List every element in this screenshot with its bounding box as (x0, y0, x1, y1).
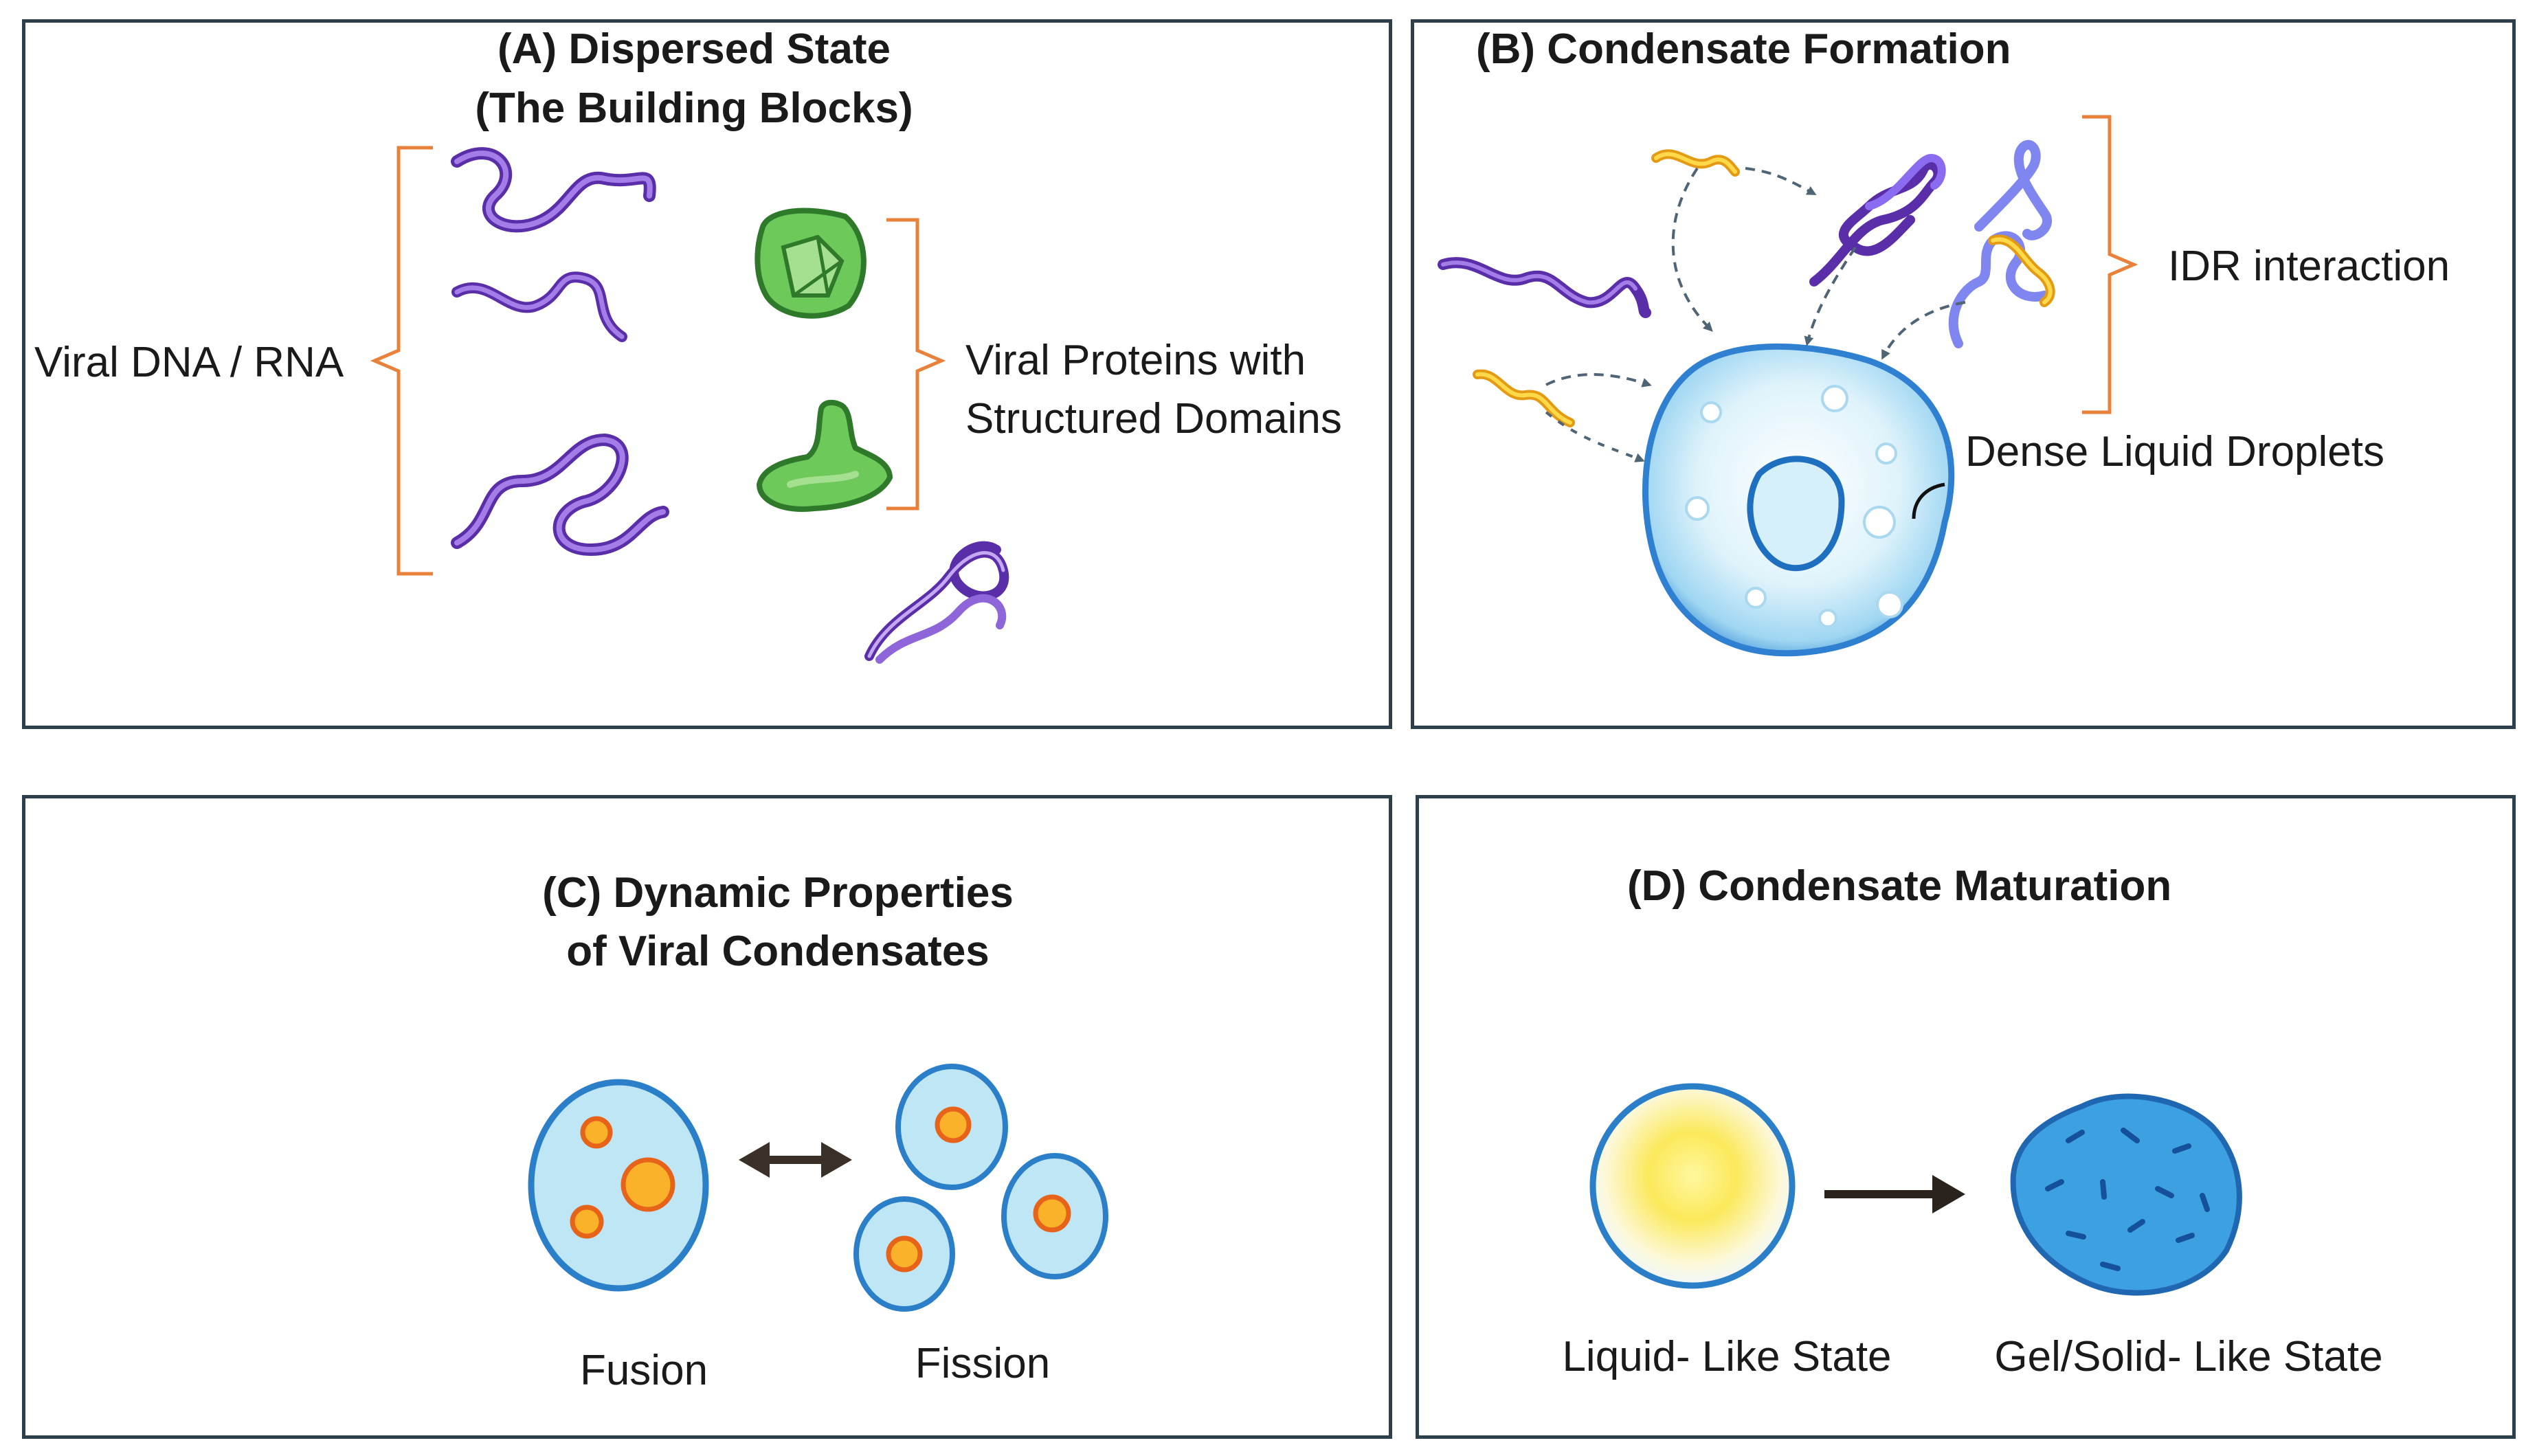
idr-strand-yellow-right-highlight (1991, 237, 2053, 304)
label-fission: Fission (915, 1340, 1050, 1387)
label-dense-liquid-droplets: Dense Liquid Droplets (1965, 428, 2384, 475)
rna-strand-tangle-highlight (867, 551, 1005, 658)
arrow-top-to-droplet (1671, 167, 1713, 332)
fusion-fission-double-arrow (739, 1142, 852, 1178)
arrow-top-to-right (1745, 167, 1817, 195)
maturation-arrow (1824, 1175, 1965, 1213)
rna-strand-3-highlight (454, 436, 666, 553)
panel-c-title-line2: of Viral Condensates (566, 928, 990, 975)
fusion-droplet-icon (528, 1079, 709, 1292)
rna-strand-2-highlight (454, 274, 625, 339)
label-viral-proteins-line2: Structured Domains (965, 395, 1342, 443)
idr-strand-yellow-left-highlight (1475, 372, 1572, 425)
droplet-inner-core (1747, 456, 1845, 572)
label-viral-dna-rna: Viral DNA / RNA (34, 339, 344, 386)
idr-strand-blue-1 (1865, 153, 1946, 210)
idr-strand-yellow-top-highlight (1654, 152, 1737, 174)
rna-strand-tangle-2 (875, 594, 1007, 664)
idr-strand-purple-2 (1809, 159, 1943, 287)
rna-strands-group (451, 147, 1009, 664)
arrow-left-to-droplet (1545, 373, 1652, 388)
label-gel-solid-like-state: Gel/Solid- Like State (1994, 1333, 2382, 1380)
protein-bracket (886, 218, 946, 511)
label-fusion: Fusion (580, 1347, 708, 1394)
nucleic-acid-bracket (370, 146, 433, 576)
label-liquid-like-state: Liquid- Like State (1562, 1333, 1891, 1380)
label-idr-interaction: IDR interaction (2168, 243, 2450, 290)
idr-strand-blue-2 (1948, 231, 2049, 348)
panel-a-title-line1: (A) Dispersed State (498, 25, 891, 73)
panel-dispersed-state (22, 19, 1392, 729)
idr-strands-group (1438, 139, 2055, 427)
droplet-pointer-line (1912, 482, 1945, 519)
panel-a-title-line2: (The Building Blocks) (475, 85, 913, 132)
liquid-state-droplet-icon (1589, 1083, 1796, 1289)
label-viral-proteins-line1: Viral Proteins with (965, 337, 1306, 384)
rna-strand-1-highlight (454, 150, 653, 229)
droplet-bubbles (1685, 385, 1903, 628)
idr-bracket (2082, 115, 2138, 414)
fission-droplets-group (853, 1064, 1108, 1312)
panel-d-title: (D) Condensate Maturation (1627, 862, 2171, 910)
protein-globular-icon (755, 208, 867, 319)
panel-dynamic-properties (22, 795, 1392, 1439)
protein-y-shaped-icon (756, 399, 893, 512)
panel-c-title-line1: (C) Dynamic Properties (542, 869, 1014, 917)
idr-strand-purple-1-highlight (1441, 260, 1638, 305)
panel-b-title: (B) Condensate Formation (1476, 25, 2011, 73)
gel-solid-state-droplet-icon (2010, 1093, 2242, 1296)
panel-condensate-maturation (1416, 795, 2516, 1439)
arrow-right-to-droplet (1881, 301, 1966, 360)
idr-strand-blue-3 (1974, 139, 2053, 240)
interaction-arrows (1545, 167, 1966, 462)
arrow-left-faint (1545, 411, 1645, 462)
